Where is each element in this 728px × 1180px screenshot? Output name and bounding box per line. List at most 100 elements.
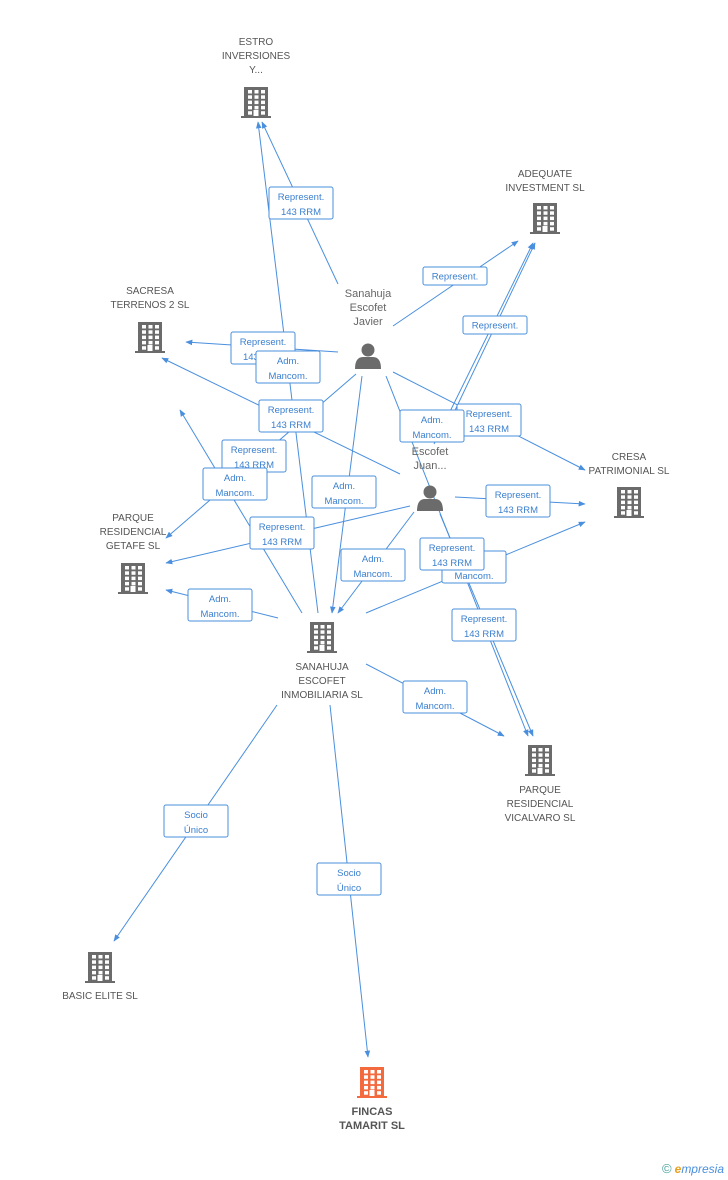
edge-sanahuja_inmo-sacresa	[179, 409, 303, 614]
node-label: VICALVARO SL	[505, 813, 576, 824]
brand-logo-e: e	[674, 1162, 682, 1176]
node-label: INVERSIONES	[222, 51, 291, 62]
edge-label-text: 143 RRM	[262, 537, 302, 548]
edge-label-box	[402, 680, 468, 714]
building-icon	[530, 203, 560, 234]
edge-label-box	[249, 516, 315, 550]
edge-label-text: 143 RRM	[498, 505, 538, 516]
edge-label-text: Adm.	[362, 554, 384, 565]
edge-label-text: Represent.	[432, 272, 478, 283]
building-icon	[241, 87, 271, 118]
edge-label-text: Mancom.	[353, 569, 392, 580]
edge-label-box	[451, 608, 517, 642]
edge-label[interactable]: Represent. 143 RRM	[485, 484, 551, 518]
edge-label[interactable]: Represent.143 RRM	[258, 399, 324, 433]
edge-label-text: Represent.	[472, 321, 518, 332]
node-label: TAMARIT SL	[339, 1120, 405, 1132]
edge-label[interactable]: Adm. Mancom.	[311, 475, 377, 509]
edge-label-text: 143 RRM	[234, 460, 274, 471]
building-icon	[357, 1067, 387, 1098]
edge-label[interactable]: Adm.Mancom.	[255, 350, 321, 384]
edge-label-box	[462, 315, 528, 335]
copyright-icon: ©	[662, 1161, 672, 1176]
node-sacresa[interactable]: SACRESA TERRENOS 2 SL	[111, 286, 190, 353]
edge-label-text: Mancom.	[454, 571, 493, 582]
node-label: TERRENOS 2 SL	[111, 300, 190, 311]
edge-label[interactable]: Represent. 143 RRM	[451, 608, 517, 642]
building-icon	[307, 622, 337, 653]
building-icon	[614, 487, 644, 518]
node-fincas[interactable]: FINCAS TAMARIT SL	[339, 1067, 405, 1132]
edge-label-text: Adm.	[333, 481, 355, 492]
node-label: SACRESA	[126, 286, 174, 297]
edge-label-box	[399, 409, 465, 443]
node-label: INMOBILIARIA SL	[281, 690, 363, 701]
edge-label-text: Mancom.	[324, 496, 363, 507]
edge-label[interactable]: Represent.	[462, 315, 528, 335]
edge-label-text: 143 RRM	[271, 420, 311, 431]
node-label: PARQUE	[519, 785, 561, 796]
node-basic[interactable]: BASIC ELITE SL	[62, 952, 138, 1002]
node-label: Javier	[353, 316, 383, 328]
edge-label-box	[255, 350, 321, 384]
edge-label-text: Represent.	[495, 490, 541, 501]
edge-label[interactable]: Represent.143 RRM	[456, 403, 522, 437]
edge-label[interactable]: Represent. 143 RRM	[249, 516, 315, 550]
node-label: Escofet	[412, 446, 449, 458]
edge-label[interactable]: Adm.Mancom.	[399, 409, 465, 443]
building-icon	[118, 563, 148, 594]
edge-label[interactable]: Adm.Mancom.	[202, 467, 268, 501]
node-label: Juan...	[413, 460, 446, 472]
edge-label-text: Represent.	[429, 543, 475, 554]
edge-label-box	[422, 266, 488, 286]
node-label: GETAFE SL	[106, 541, 161, 552]
edge-label-text: 143 RRM	[281, 207, 321, 218]
edge-label-text: Mancom.	[268, 371, 307, 382]
brand-footer[interactable]: ©empresia	[662, 1161, 724, 1176]
edge-label-text: 143 RRM	[469, 424, 509, 435]
node-label: ADEQUATE	[518, 169, 573, 180]
edge-label-text: Represent.	[461, 614, 507, 625]
edge-label-text: Represent.	[240, 337, 286, 348]
edge-label-text: Mancom.	[215, 488, 254, 499]
edge-label-box	[316, 862, 382, 896]
edge-label-text: Adm.	[424, 686, 446, 697]
edge-label-text: Adm.	[421, 415, 443, 426]
edge-label-text: Único	[337, 883, 361, 894]
node-label: FINCAS	[352, 1106, 393, 1118]
edge-label-box	[419, 537, 485, 571]
edge-label[interactable]: Adm. Mancom.	[402, 680, 468, 714]
edge-label-text: Represent.	[231, 445, 277, 456]
edge-label-text: Adm.	[209, 594, 231, 605]
edge-label[interactable]: Represent.143 RRM	[268, 186, 334, 220]
node-label: Y...	[249, 65, 263, 76]
edge-label-box	[202, 467, 268, 501]
edge-label-text: Represent.	[259, 522, 305, 533]
edge-label[interactable]: Represent. 143 RRM	[221, 439, 287, 473]
edge-label-text: Mancom.	[200, 609, 239, 620]
brand-logo-text: mpresia	[681, 1162, 724, 1176]
node-label: ESTRO	[239, 37, 274, 48]
building-icon	[85, 952, 115, 983]
edge-label-box	[258, 399, 324, 433]
edge-label[interactable]: Adm. Mancom.	[187, 588, 253, 622]
edge-label[interactable]: Represent.143 RRM	[419, 537, 485, 571]
node-juan[interactable]: EscofetJuan...	[412, 446, 449, 511]
edge-label[interactable]: Adm. Mancom.	[340, 548, 406, 582]
edge-label[interactable]: Represent.	[422, 266, 488, 286]
edge-label-text: 143 RRM	[464, 629, 504, 640]
edge-label-box	[340, 548, 406, 582]
edge-label-text: Mancom.	[415, 701, 454, 712]
node-estro[interactable]: ESTRO INVERSIONES Y...	[222, 37, 291, 118]
node-label: PATRIMONIAL SL	[589, 466, 670, 477]
